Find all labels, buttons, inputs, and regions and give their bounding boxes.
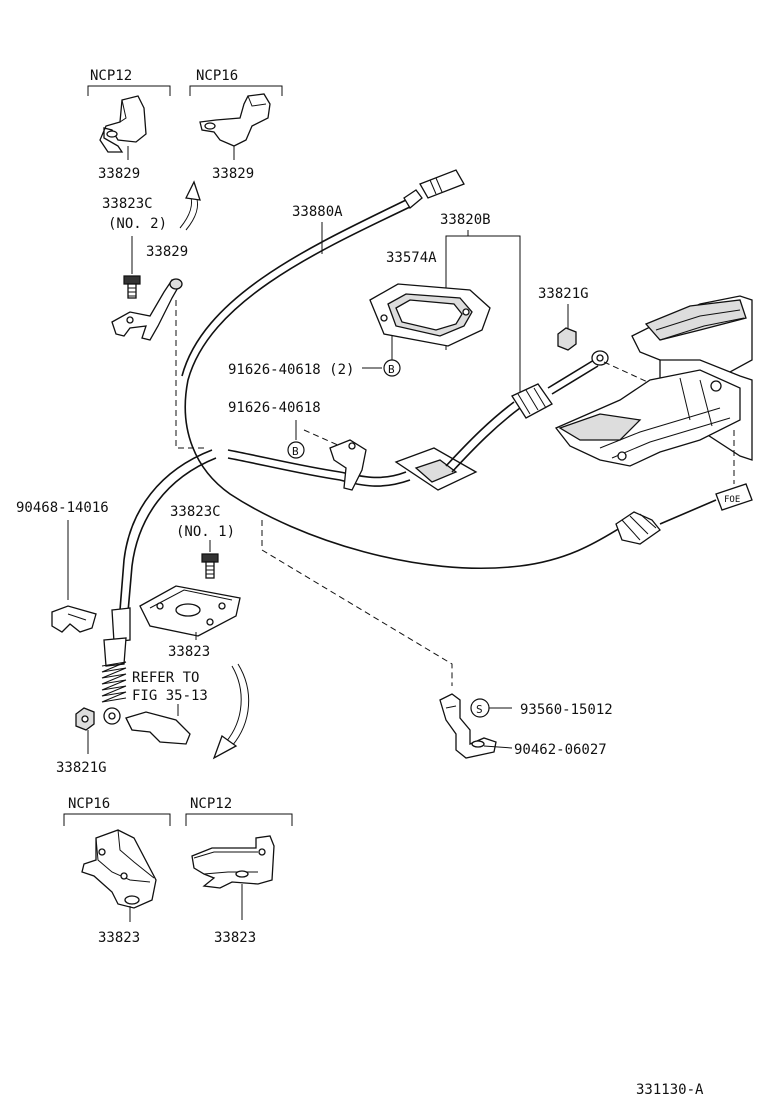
bracket-33829-ncp12: 33829 xyxy=(98,95,147,182)
group-label-ncp16-bottom: NCP16 xyxy=(68,796,110,812)
cable-end-lower xyxy=(101,449,217,725)
part-label-91626-2: 91626-40618 (2) xyxy=(228,362,354,378)
group-ncp16-top: NCP16 xyxy=(189,68,283,96)
part-label-33821g-b: 33821G xyxy=(56,760,107,776)
group-ncp12-top: NCP12 xyxy=(87,68,171,96)
cable-33820b: 33820B xyxy=(227,212,609,491)
part-label-93560: 93560-15012 xyxy=(520,702,613,718)
callout-91626: 91626-40618 B xyxy=(228,400,341,459)
gasket-33574a: 33574A xyxy=(369,250,491,347)
bracket-93560-90462: S 93560-15012 90462-06027 xyxy=(439,693,613,759)
part-label-33821g-a: 33821G xyxy=(538,286,589,302)
cable-33880a: FOE 33880A xyxy=(181,169,753,570)
nut-33821g-bottom: 33821G xyxy=(56,707,107,776)
shift-lever-assembly xyxy=(554,295,753,484)
part-label-33829-b: 33829 xyxy=(212,166,254,182)
refer-text-1: REFER TO xyxy=(132,670,199,686)
part-label-33820b: 33820B xyxy=(440,212,491,228)
part-label-33823c-no2-sub: (NO. 2) xyxy=(108,216,167,232)
bolt-33823c-no1: 33823C (NO. 1) xyxy=(170,504,235,579)
svg-text:FOE: FOE xyxy=(724,495,740,505)
refer-text-2: FIG 35-13 xyxy=(132,688,208,704)
callout-91626-2: 91626-40618 (2) B xyxy=(228,336,401,378)
part-label-33823c-no1: 33823C xyxy=(170,504,221,520)
part-label-33823c-no1-sub: (NO. 1) xyxy=(176,524,235,540)
group-ncp16-bottom: NCP16 xyxy=(63,796,171,826)
group-label-ncp12-bottom: NCP12 xyxy=(190,796,232,812)
group-label-ncp12-top: NCP12 xyxy=(90,68,132,84)
part-label-33829-c: 33829 xyxy=(146,244,188,260)
figure-code: 331130-A xyxy=(636,1082,704,1098)
bolt-33823c-no2 xyxy=(123,236,141,299)
callout-s-letter: S xyxy=(476,703,483,716)
part-label-33823-c: 33823 xyxy=(214,930,256,946)
part-label-33823-a: 33823 xyxy=(168,644,210,660)
clip-90468: 90468-14016 xyxy=(16,500,109,633)
part-label-33829-a: 33829 xyxy=(98,166,140,182)
part-label-91626: 91626-40618 xyxy=(228,400,321,416)
bracket-33829-ncp16: 33829 xyxy=(199,93,271,182)
nut-33821g-top: 33821G xyxy=(538,286,653,385)
part-label-33823-b: 33823 xyxy=(98,930,140,946)
part-label-33574a: 33574A xyxy=(386,250,437,266)
lever-33829 xyxy=(111,278,183,341)
part-label-90462: 90462-06027 xyxy=(514,742,607,758)
callout-b-letter-2: B xyxy=(292,445,299,458)
arrow-up-icon xyxy=(179,180,201,231)
refer-note: REFER TO FIG 35-13 xyxy=(125,670,208,745)
group-ncp12-bottom: NCP12 xyxy=(185,796,293,826)
arrow-down-icon xyxy=(212,663,250,760)
bracket-33823-ncp16: 33823 xyxy=(81,829,157,946)
callout-b-letter-1: B xyxy=(388,363,395,376)
callout-b-icon-2 xyxy=(287,441,305,459)
part-label-90468: 90468-14016 xyxy=(16,500,109,516)
plate-33823-main: 33823 xyxy=(139,585,241,660)
bracket-33823-ncp12: 33823 xyxy=(191,835,275,946)
part-label-33880a: 33880A xyxy=(292,204,343,220)
part-label-33823c-no2: 33823C xyxy=(102,196,153,212)
group-label-ncp16-top: NCP16 xyxy=(196,68,238,84)
